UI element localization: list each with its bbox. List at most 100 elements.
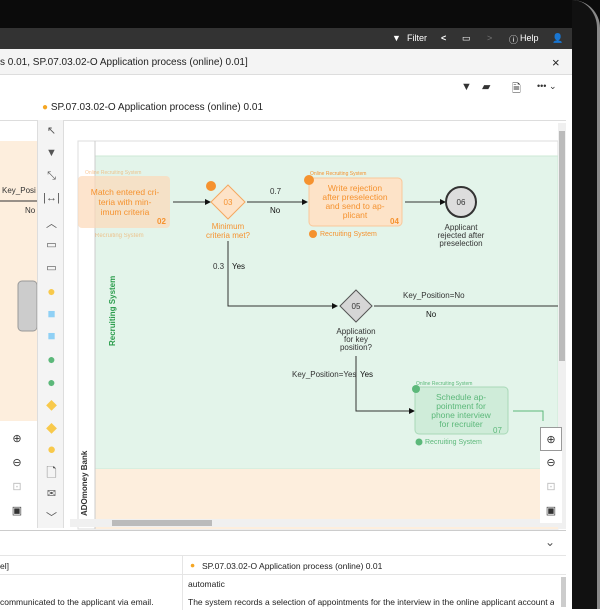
svg-text:Recruiting System: Recruiting System — [320, 231, 377, 238]
svg-text:Yes: Yes — [232, 262, 245, 271]
forward-icon[interactable]: > — [487, 33, 493, 43]
end-event-icon[interactable]: ● — [46, 441, 57, 458]
diagram-canvas[interactable]: Key_Posi No Recruiting System ADOmoney B… — [0, 120, 566, 530]
svg-text:02: 02 — [157, 217, 166, 226]
diagram-title: ● SP.07.03.02-O Application process (onl… — [42, 102, 264, 113]
modeling-palette: ↖ ▼ ⤡ |↔| ︿ ▭ ▭ ● ■ ■ ● ● ◆ ◆ ● 🗋 ✉ ﹀ — [37, 120, 64, 528]
fit-page-icon[interactable]: ▣ — [11, 505, 23, 517]
filter-icon[interactable]: ▼ — [392, 33, 401, 43]
message-event-icon[interactable]: ● — [47, 351, 56, 367]
horizontal-scroll-thumb — [112, 520, 212, 526]
cell-value: automatic — [188, 579, 225, 589]
zoom-out-icon[interactable]: ⊖ — [12, 457, 22, 469]
svg-text:Key_Position=No: Key_Position=No — [403, 291, 465, 300]
zoom-out-icon[interactable]: ⊖ — [546, 457, 556, 469]
cell-value: The system records a selection of appoin… — [188, 597, 554, 607]
task-left — [17, 280, 38, 332]
more-menu[interactable]: ••• ⌄ — [537, 81, 557, 91]
lane-label: Recruiting System — [108, 276, 117, 346]
subprocess-icon[interactable]: ■ — [47, 328, 56, 343]
actual-size-icon[interactable]: ⊡ — [12, 481, 22, 493]
zoom-in-icon[interactable]: ⊕ — [540, 427, 562, 451]
chevron-down-icon[interactable]: ⌄ — [545, 535, 556, 549]
task-02-label: Match entered cri-teria with min-imum cr… — [91, 187, 160, 217]
start-event-icon[interactable]: ● — [47, 283, 56, 299]
model-tab-bar: s 0.01, SP.07.03.02-O Application proces… — [0, 49, 572, 75]
svg-text:05: 05 — [352, 302, 361, 311]
svg-text:Online Recruiting System: Online Recruiting System — [85, 170, 141, 176]
spacing-icon[interactable]: |↔| — [43, 192, 60, 204]
cell-value: communicated to the applicant via email. — [0, 597, 154, 607]
excel-export-icon[interactable]: 🗎 — [512, 83, 521, 95]
chevron-down-icon[interactable]: ﹀ — [46, 512, 57, 524]
device-bezel — [572, 0, 600, 609]
svg-text:Recruiting System: Recruiting System — [425, 439, 482, 446]
window-icon[interactable]: ▭ — [462, 33, 471, 43]
task-07 — [414, 386, 509, 435]
user-icon[interactable]: 👤 — [552, 33, 564, 43]
vertical-scroll-thumb — [559, 131, 565, 361]
svg-text:07: 07 — [493, 426, 502, 435]
end-event-06 — [445, 186, 477, 218]
task-02 — [78, 176, 170, 228]
svg-text:06: 06 — [457, 198, 466, 207]
svg-text:Recruiting System: Recruiting System — [95, 233, 144, 239]
document-icon[interactable]: 🗋 — [46, 465, 57, 480]
horizontal-scrollbar — [70, 519, 558, 527]
filter-button[interactable]: Filter — [407, 33, 427, 43]
column-header-right: SP.07.03.02-O Application process (onlin… — [202, 561, 383, 571]
fit-page-icon[interactable]: ▣ — [545, 505, 557, 517]
chevron-up-icon[interactable]: ︿ — [46, 218, 57, 230]
intermediate-event-icon[interactable]: ● — [47, 374, 56, 390]
actual-size-icon[interactable]: ⊡ — [546, 481, 556, 493]
pool-label: ADOmoney Bank — [80, 450, 89, 516]
help-button[interactable]: Help — [520, 33, 539, 43]
lane-shape-icon[interactable]: ▭ — [46, 262, 57, 274]
back-icon[interactable]: < — [441, 33, 447, 43]
filter-icon[interactable]: ▼ — [46, 147, 57, 159]
zoom-controls-left: ⊕ ⊖ ⊡ ▣ — [6, 427, 28, 523]
tab-title[interactable]: s 0.01, SP.07.03.02-O Application proces… — [0, 57, 248, 68]
pointer-icon[interactable]: ↖ — [46, 125, 57, 137]
svg-text:03: 03 — [224, 198, 233, 207]
zoom-in-icon[interactable]: ⊕ — [12, 433, 22, 445]
svg-text:0.7: 0.7 — [270, 187, 282, 196]
svg-text:No: No — [270, 206, 281, 215]
gateway-05 — [339, 289, 373, 323]
task-04 — [308, 177, 403, 227]
task-icon[interactable]: ■ — [47, 306, 56, 321]
model-icon: ● — [190, 560, 196, 570]
model-toolbar: ▼ ▰ 🗎 ••• ⌄ — [0, 75, 572, 100]
panel-scrollbar[interactable] — [561, 577, 566, 607]
zoom-controls-right: ⊕ ⊖ ⊡ ▣ — [540, 427, 562, 523]
pool-shape-icon[interactable]: ▭ — [46, 239, 57, 251]
svg-text:04: 04 — [390, 217, 399, 226]
close-icon[interactable]: × — [552, 55, 560, 70]
parallel-gateway-icon[interactable]: ◆ — [46, 419, 57, 435]
gateway-icon[interactable]: ◆ — [46, 396, 57, 412]
svg-text:Online Recruiting System: Online Recruiting System — [416, 381, 472, 387]
svg-text:Online Recruiting System: Online Recruiting System — [310, 171, 366, 177]
svg-text:Yes: Yes — [360, 370, 373, 379]
message-icon[interactable]: ✉ — [46, 488, 57, 500]
edit-icon — [206, 181, 216, 191]
edge-label: No — [25, 206, 36, 215]
comparison-panel: ⌄ el] ● SP.07.03.02-O Application proces… — [0, 530, 566, 610]
model-icon: ● — [42, 102, 49, 113]
edit-icon — [304, 175, 314, 185]
connect-icon[interactable]: ⤡ — [47, 170, 56, 182]
filter-icon[interactable]: ▼ — [461, 81, 472, 93]
device-bezel — [0, 0, 600, 28]
info-icon[interactable]: ⓘ — [509, 35, 519, 45]
gateway-03 — [210, 184, 246, 220]
svg-text:0.3: 0.3 — [213, 262, 225, 271]
book-icon[interactable]: ▰ — [482, 81, 491, 93]
column-header-left: el] — [0, 561, 9, 571]
svg-text:Key_Position=Yes: Key_Position=Yes — [292, 370, 356, 379]
svg-text:No: No — [426, 310, 437, 319]
